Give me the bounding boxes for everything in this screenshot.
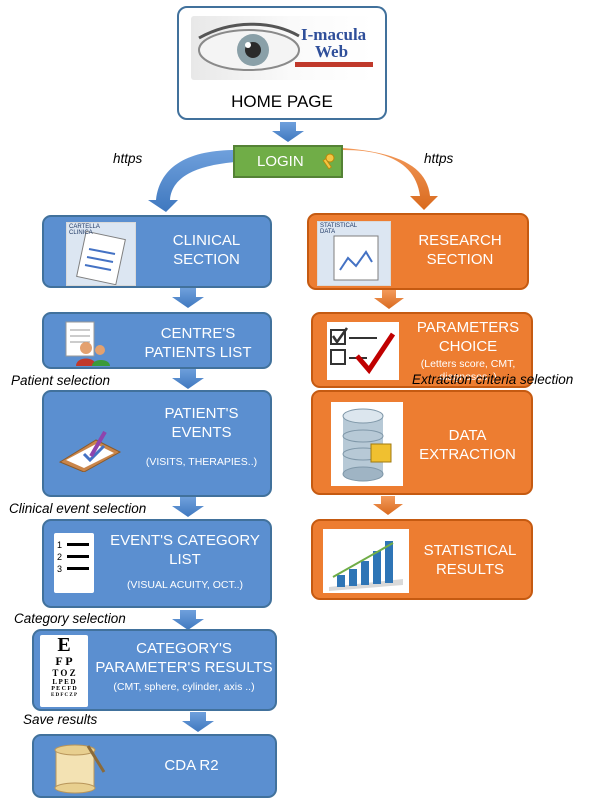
patients-icon bbox=[64, 320, 112, 366]
parameter-results-subtitle: (CMT, sphere, cylinder, axis ..) bbox=[113, 681, 255, 693]
database-icon bbox=[331, 402, 403, 486]
numbered-list-icon: 1 2 3 bbox=[54, 533, 94, 593]
clinical-event-selection-label: Clinical event selection bbox=[9, 501, 147, 516]
logo-title: I-macula Web bbox=[301, 26, 366, 60]
list-number-3: 3 bbox=[57, 564, 63, 574]
data-title-line-1: DATA bbox=[448, 427, 487, 444]
checklist-clipboard-icon bbox=[58, 430, 122, 473]
params-sub-line-2: diagnoses..) bbox=[439, 371, 497, 383]
eye-chart-row-2: F P bbox=[55, 654, 73, 668]
https-label-left: https bbox=[113, 151, 143, 166]
eye-icon bbox=[198, 22, 300, 71]
category-selection-label: Category selection bbox=[14, 611, 126, 626]
curve-arrow-research bbox=[343, 148, 438, 210]
list-number-2: 2 bbox=[57, 552, 63, 562]
arrow-home-to-login bbox=[272, 122, 304, 142]
stats-title-line-2: RESULTS bbox=[435, 561, 505, 578]
results-title-line-1: CATEGORY'S bbox=[136, 640, 232, 657]
clinical-title-line-2: SECTION bbox=[173, 251, 240, 268]
params-title-line-1: PARAMETERS bbox=[416, 319, 520, 336]
list-numbers: 1 2 3 bbox=[57, 539, 62, 575]
curve-arrow-clinical bbox=[148, 150, 236, 212]
cda-r2-box[interactable]: CDA R2 bbox=[32, 734, 277, 798]
people-icon bbox=[65, 321, 110, 366]
statistical-results-box[interactable]: STATISTICAL RESULTS bbox=[311, 519, 533, 600]
eye-logo-image: I-macula Web bbox=[191, 16, 373, 80]
https-label-right: https bbox=[424, 151, 454, 166]
eye-chart-row-3: T O Z bbox=[52, 668, 76, 678]
eye-chart-row-6: E D F C Z P bbox=[50, 693, 78, 698]
save-results-label: Save results bbox=[23, 712, 98, 727]
logo-red-bar bbox=[295, 62, 373, 67]
home-page-label: HOME PAGE bbox=[231, 92, 333, 111]
event-category-subtitle: (VISUAL ACUITY, OCT..) bbox=[126, 579, 244, 591]
params-sub-line-1: (Letters score, CMT, bbox=[420, 358, 516, 370]
clinical-down-arrows bbox=[172, 288, 214, 732]
list-number-1: 1 bbox=[57, 540, 63, 550]
category-title-line-1: EVENT'S CATEGORY bbox=[110, 532, 260, 549]
eye-chart-icon: E F P T O Z L P E D P E C F D E D F C Z … bbox=[40, 635, 88, 707]
home-page-box[interactable]: I-macula Web HOME PAGE bbox=[177, 6, 387, 120]
clinical-section-box[interactable]: CARTELLA CLINICA CLINICAL SECTION bbox=[42, 215, 272, 288]
bar-chart-icon bbox=[323, 529, 409, 593]
research-title-line-2: SECTION bbox=[426, 251, 494, 268]
clinical-record-caption: CARTELLA CLINICA bbox=[69, 224, 100, 236]
data-extraction-title: DATA EXTRACTION bbox=[405, 426, 530, 464]
research-chart-thumb: STATISTICAL DATA bbox=[317, 221, 391, 286]
patients-list-box[interactable]: CENTRE'S PATIENTS LIST bbox=[42, 312, 272, 369]
logo-line-2: Web bbox=[315, 42, 349, 61]
clinical-title-line-1: CLINICAL bbox=[172, 232, 241, 249]
results-title-line-2: PARAMETER'S RESULTS bbox=[95, 659, 273, 676]
checklist-icon bbox=[327, 322, 399, 380]
parchment-scroll-icon bbox=[54, 744, 106, 794]
events-title-line-1: PATIENT'S bbox=[164, 405, 239, 422]
eye-chart-row-4: L P E D bbox=[52, 678, 76, 686]
event-category-title: EVENT'S CATEGORY LIST bbox=[100, 531, 270, 569]
rising-bars-icon bbox=[329, 541, 403, 591]
clinical-section-title: CLINICAL SECTION bbox=[144, 231, 269, 269]
extraction-criteria-label: Extraction criteria selection bbox=[412, 372, 574, 387]
parameters-choice-box[interactable]: PARAMETERS CHOICE (Letters score, CMT, d… bbox=[311, 312, 533, 388]
statistical-results-title: STATISTICAL RESULTS bbox=[409, 541, 531, 579]
scroll-icon bbox=[48, 742, 108, 794]
cda-r2-title: CDA R2 bbox=[164, 757, 219, 774]
key-icon bbox=[322, 153, 335, 170]
data-extraction-box[interactable]: DATA EXTRACTION bbox=[311, 390, 533, 495]
patient-selection-label: Patient selection bbox=[11, 373, 111, 388]
document-icon bbox=[76, 230, 126, 286]
patients-title-line-1: CENTRE'S bbox=[160, 325, 236, 342]
events-title-line-2: EVENTS bbox=[171, 424, 232, 441]
params-title-line-2: CHOICE bbox=[438, 338, 498, 355]
checkbox-list-icon bbox=[330, 327, 396, 375]
parameters-choice-title: PARAMETERS CHOICE bbox=[403, 318, 533, 356]
eye-chart-row-1: E bbox=[57, 634, 71, 656]
patient-events-box[interactable]: PATIENT'S EVENTS (VISITS, THERAPIES..) bbox=[42, 390, 272, 497]
research-thumb-caption: STATISTICAL DATA bbox=[320, 223, 357, 235]
login-label: LOGIN bbox=[257, 153, 304, 170]
patient-events-subtitle: (VISITS, THERAPIES..) bbox=[145, 456, 258, 468]
parameter-results-title: CATEGORY'S PARAMETER'S RESULTS bbox=[92, 639, 276, 677]
login-button[interactable]: LOGIN bbox=[233, 145, 343, 178]
research-title-line-1: RESEARCH bbox=[418, 232, 502, 249]
patient-events-title: PATIENT'S EVENTS bbox=[134, 404, 269, 442]
clinical-record-icon: CARTELLA CLINICA bbox=[66, 222, 136, 286]
eye-chart-row-5: P E C F D bbox=[51, 686, 77, 692]
line-chart-icon bbox=[333, 235, 379, 281]
data-title-line-2: EXTRACTION bbox=[419, 446, 516, 463]
research-section-title: RESEARCH SECTION bbox=[395, 231, 525, 269]
logo-line-1: I-macula bbox=[301, 25, 367, 44]
patients-list-title: CENTRE'S PATIENTS LIST bbox=[124, 324, 272, 362]
clipboard-icon bbox=[56, 422, 126, 473]
parameters-choice-subtitle: (Letters score, CMT, diagnoses..) bbox=[403, 358, 533, 384]
parameter-results-box[interactable]: E F P T O Z L P E D P E C F D E D F C Z … bbox=[32, 629, 277, 711]
event-category-box[interactable]: 1 2 3 EVENT'S CATEGORY LIST (VISUAL ACUI… bbox=[42, 519, 272, 608]
research-section-box[interactable]: STATISTICAL DATA RESEARCH SECTION bbox=[307, 213, 529, 290]
patients-title-line-2: PATIENTS LIST bbox=[144, 344, 252, 361]
database-cylinder-icon bbox=[342, 408, 392, 482]
category-title-line-2: LIST bbox=[169, 551, 201, 568]
stats-title-line-1: STATISTICAL bbox=[423, 542, 517, 559]
